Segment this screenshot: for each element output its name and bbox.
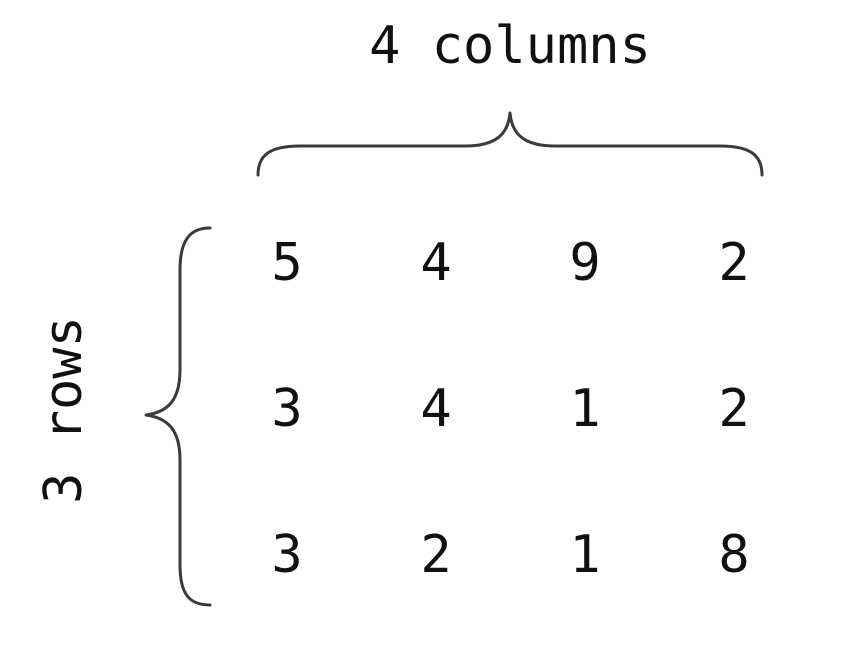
- matrix-cell-r3-c2: 2: [420, 525, 452, 585]
- matrix-cell-r1-c1: 5: [271, 233, 303, 293]
- matrix-cell-r2-c4: 2: [718, 379, 750, 439]
- row-brace: [144, 226, 212, 607]
- matrix-cell-r2-c3: 1: [569, 379, 601, 439]
- matrix-cell-r3-c3: 1: [569, 525, 601, 585]
- column-count-label: 4 columns: [369, 16, 651, 76]
- matrix-cell-r1-c3: 9: [569, 233, 601, 293]
- braces: [144, 111, 764, 607]
- matrix-cell-r1-c4: 2: [718, 233, 750, 293]
- matrix-cell-r2-c2: 4: [420, 379, 452, 439]
- column-brace: [256, 111, 764, 177]
- matrix-cell-r2-c1: 3: [271, 379, 303, 439]
- matrix-cell-r1-c2: 4: [420, 233, 452, 293]
- matrix-cell-r3-c4: 8: [718, 525, 750, 585]
- number-matrix: 5 4 9 2 3 4 1 2 3 2 1 8: [213, 213, 809, 653]
- matrix-cell-r3-c1: 3: [271, 525, 303, 585]
